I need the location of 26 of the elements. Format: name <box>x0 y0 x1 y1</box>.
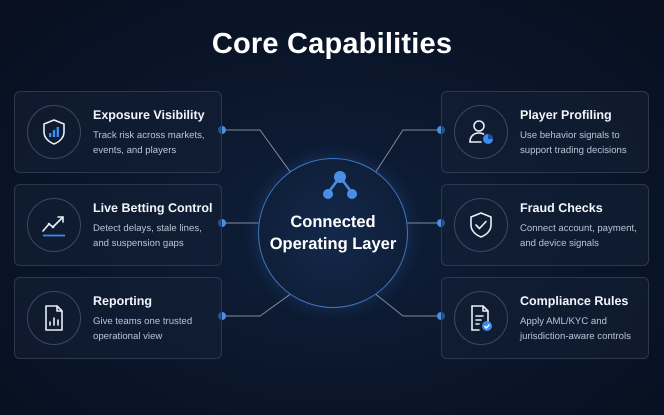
capability-card <box>14 184 222 266</box>
card-description: Connect account, payment, and device signals <box>520 222 638 251</box>
capability-card <box>14 91 222 173</box>
card-description: Apply AML/KYC and jurisdiction-aware controls <box>520 315 632 344</box>
card-heading: Live Betting Control <box>93 201 212 215</box>
card-heading: Player Profiling <box>520 108 612 122</box>
capability-card <box>441 277 649 359</box>
connector-line <box>376 294 445 320</box>
card-heading: Compliance Rules <box>520 294 628 308</box>
title: Core Capabilities <box>212 28 452 61</box>
capability-card <box>441 184 649 266</box>
card-heading: Exposure Visibility <box>93 108 205 122</box>
capability-card <box>441 91 649 173</box>
connector-line <box>218 294 290 320</box>
connector-line <box>376 126 445 172</box>
card-heading: Fraud Checks <box>520 201 603 215</box>
connector-line <box>406 219 445 227</box>
card-description: Give teams one trusted operational view <box>93 315 194 344</box>
card-description: Detect delays, stale lines, and suspension gaps <box>93 222 203 251</box>
hub-label: Connected Operating Layer <box>269 212 397 255</box>
card-description: Use behavior signals to support trading decisions <box>520 129 628 158</box>
connector-line <box>218 219 260 227</box>
connector-line <box>218 126 290 172</box>
card-description: Track risk across markets, events, and players <box>93 129 206 158</box>
capability-card <box>14 277 222 359</box>
card-heading: Reporting <box>93 294 152 308</box>
